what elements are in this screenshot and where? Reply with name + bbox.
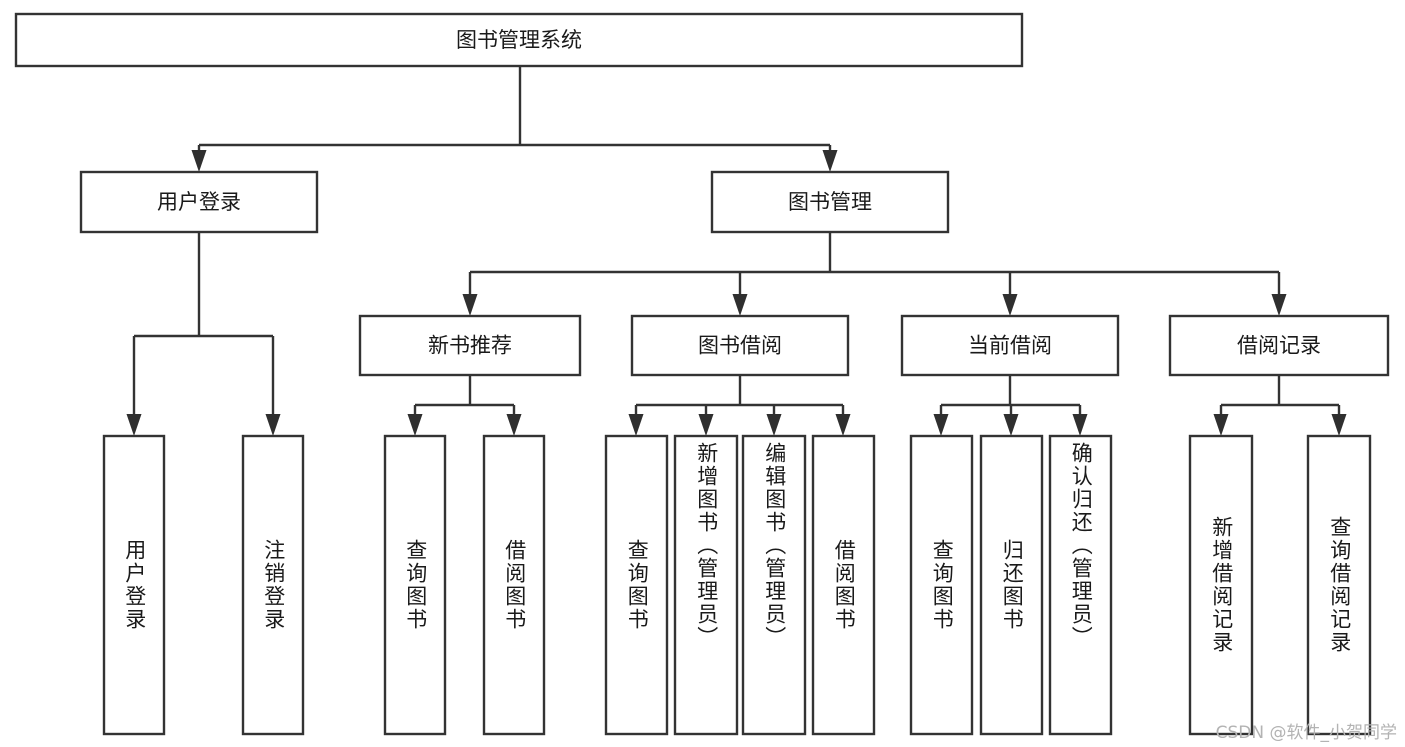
- node-box-leaf-borrow-book-2[interactable]: [811, 434, 876, 736]
- node-label-borrow-record: 借阅记录: [1237, 334, 1321, 358]
- node-box-leaf-user-login[interactable]: [102, 434, 166, 736]
- arrow-head-icon: [126, 414, 142, 436]
- arrow-head-icon: [933, 414, 949, 436]
- arrow-head-icon: [191, 150, 207, 172]
- arrow-head-icon: [462, 294, 478, 316]
- node-box-book-manage[interactable]: [710, 170, 950, 234]
- node-box-book-borrow[interactable]: [630, 314, 850, 377]
- connector-group-book-manage: [462, 232, 1287, 316]
- node-label-book-manage: 图书管理: [788, 190, 872, 214]
- node-box-leaf-borrow-book-1[interactable]: [482, 434, 546, 736]
- node-box-current-borrow[interactable]: [900, 314, 1120, 377]
- node-box-leaf-logout[interactable]: [241, 434, 305, 736]
- node-box-borrow-record[interactable]: [1168, 314, 1390, 377]
- arrow-head-icon: [628, 414, 644, 436]
- node-boxes-layer: [14, 12, 1390, 736]
- node-box-leaf-query-book-3[interactable]: [909, 434, 974, 736]
- node-label-user-login: 用户登录: [157, 190, 241, 214]
- node-label-current-borrow: 当前借阅: [968, 334, 1052, 358]
- node-box-user-login[interactable]: [79, 170, 319, 234]
- node-box-leaf-query-book-2[interactable]: [604, 434, 669, 736]
- arrow-head-icon: [732, 294, 748, 316]
- node-box-leaf-query-book-1[interactable]: [383, 434, 447, 736]
- arrow-head-icon: [835, 414, 851, 436]
- arrow-head-icon: [1002, 294, 1018, 316]
- node-label-new-book-rec: 新书推荐: [428, 334, 512, 358]
- arrow-head-icon: [1072, 414, 1088, 436]
- connector-group-borrow-record: [1213, 375, 1347, 436]
- node-label-root: 图书管理系统: [456, 28, 582, 52]
- node-box-leaf-edit-book[interactable]: [741, 434, 807, 736]
- connector-group-new-book-rec: [407, 375, 522, 436]
- node-box-leaf-return-book[interactable]: [979, 434, 1044, 736]
- arrow-head-icon: [1213, 414, 1229, 436]
- arrow-head-icon: [822, 150, 838, 172]
- arrow-head-icon: [1331, 414, 1347, 436]
- arrow-head-icon: [265, 414, 281, 436]
- node-box-leaf-confirm-return[interactable]: [1048, 434, 1113, 736]
- node-box-new-book-rec[interactable]: [358, 314, 582, 377]
- arrow-head-icon: [698, 414, 714, 436]
- node-label-book-borrow: 图书借阅: [698, 334, 782, 358]
- arrow-head-icon: [1003, 414, 1019, 436]
- node-box-root[interactable]: [14, 12, 1024, 68]
- connectors-layer: [126, 66, 1347, 436]
- connector-group-current-borrow: [933, 375, 1088, 436]
- node-box-leaf-query-record[interactable]: [1306, 434, 1372, 736]
- arrow-head-icon: [506, 414, 522, 436]
- connector-group-root: [191, 66, 838, 172]
- connector-group-user-login: [126, 232, 281, 436]
- arrow-head-icon: [766, 414, 782, 436]
- node-box-leaf-add-record[interactable]: [1188, 434, 1254, 736]
- arrow-head-icon: [407, 414, 423, 436]
- connector-group-book-borrow: [628, 375, 851, 436]
- node-box-leaf-add-book[interactable]: [673, 434, 739, 736]
- arrow-head-icon: [1271, 294, 1287, 316]
